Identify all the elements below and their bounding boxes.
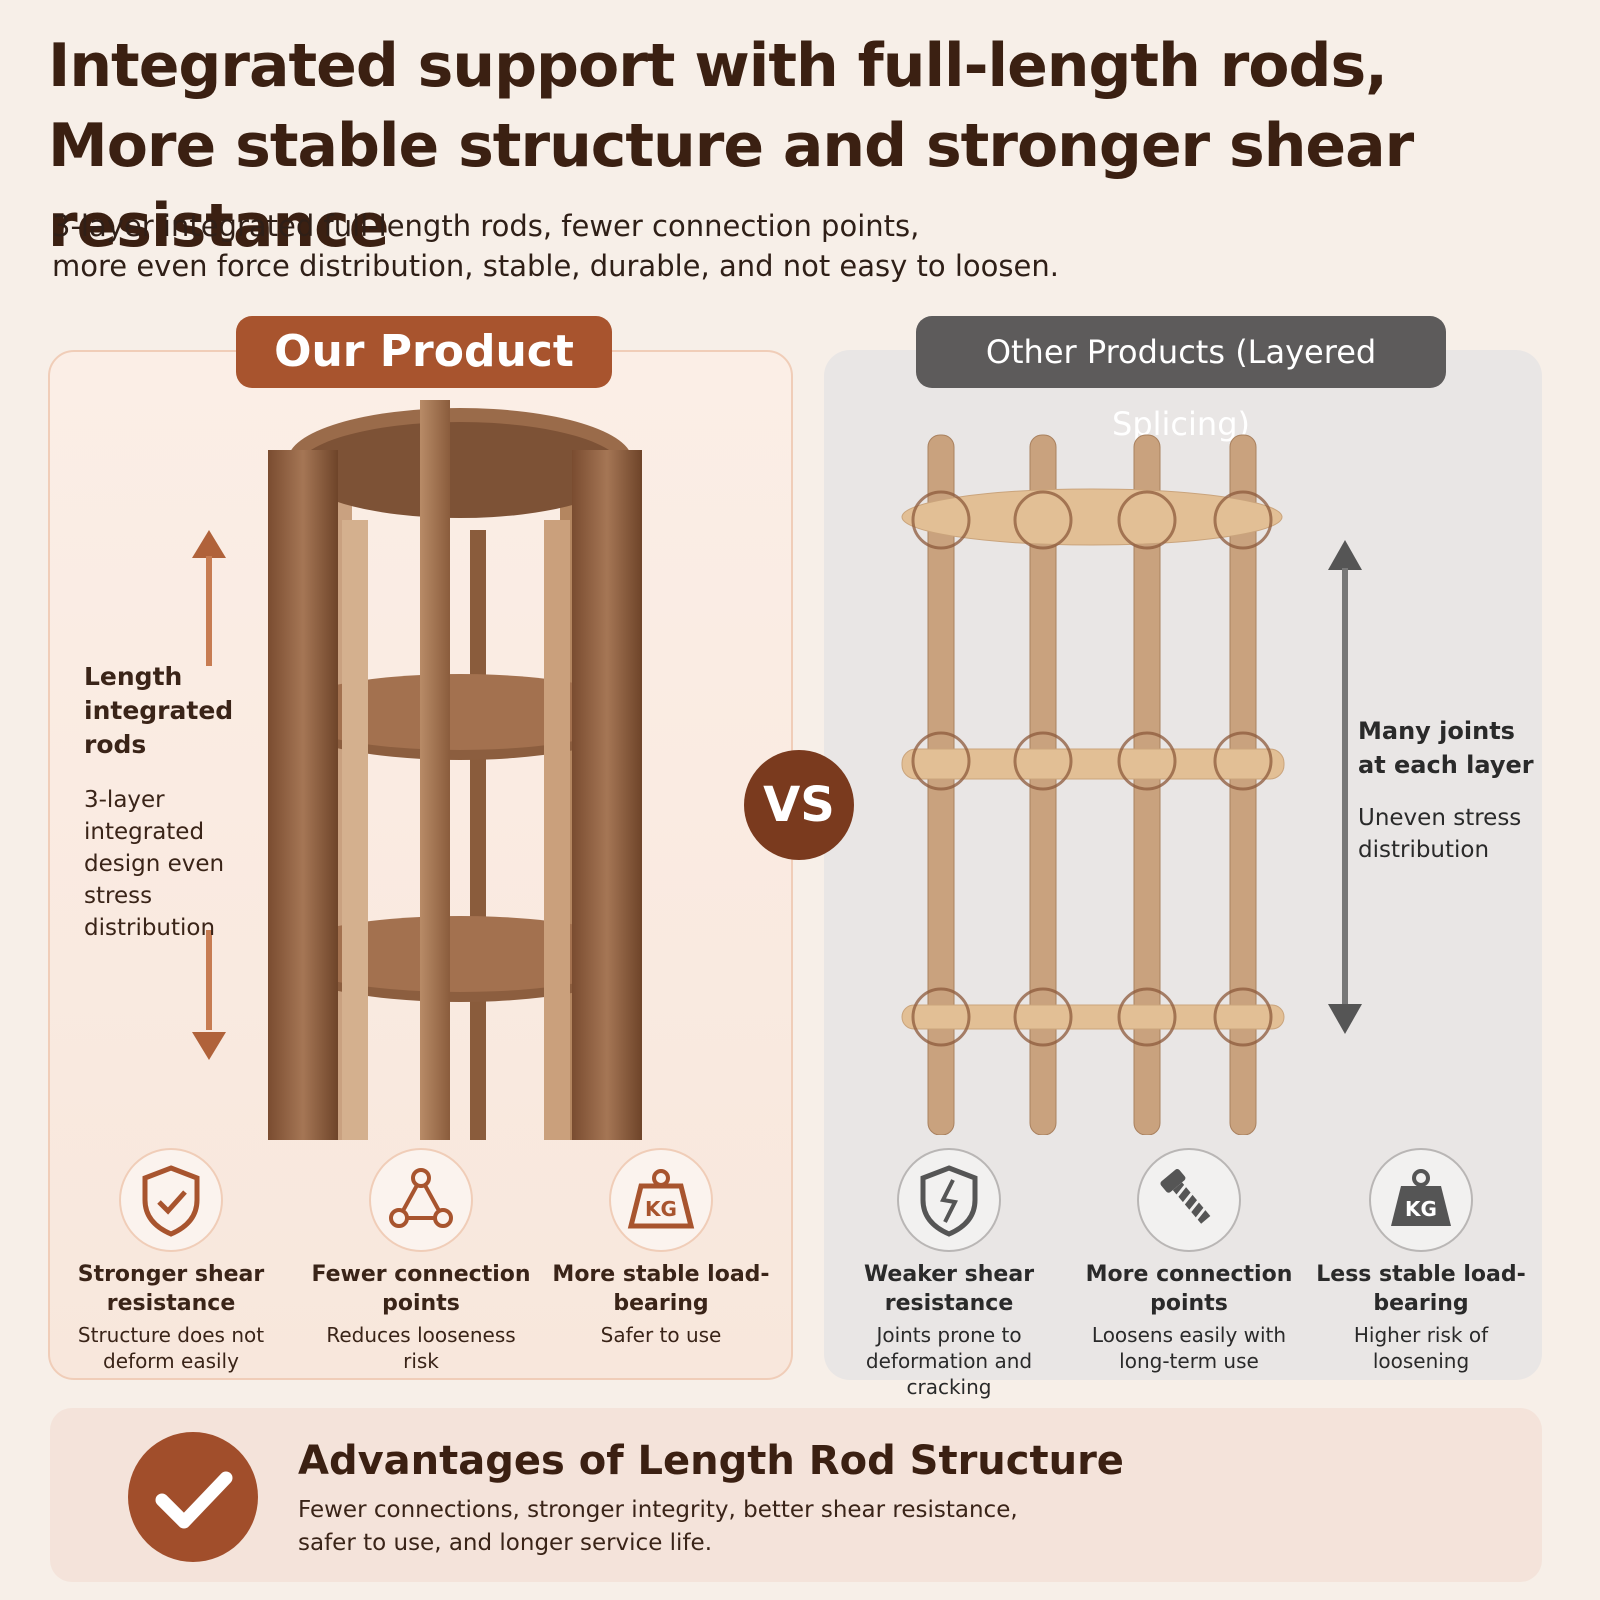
subheadline: 3-layer integrated full-length rods, few… (52, 206, 1059, 286)
feature-stronger-shear: Stronger shear resistance Structure does… (56, 1148, 286, 1374)
screw-icon (1137, 1148, 1241, 1252)
headline-line-2: More stable structure and stronger shear… (48, 111, 1414, 261)
advantages-line-2: safer to use, and longer service life. (298, 1530, 712, 1556)
kg-weight-icon: KG (609, 1148, 713, 1252)
left-callout-title: Length integrated rods (84, 662, 234, 759)
shield-check-icon (119, 1148, 223, 1252)
feature-desc: Higher risk of loosening (1353, 1323, 1489, 1373)
feature-weaker-shear: Weaker shear resistance Joints prone to … (834, 1148, 1064, 1400)
feature-desc: Loosens easily with long-term use (1091, 1323, 1287, 1373)
checkmark-icon (128, 1432, 258, 1562)
page-headline: Integrated support with full-length rods… (48, 26, 1568, 266)
advantages-body: Fewer connections, stronger integrity, b… (298, 1494, 1118, 1560)
feature-title: More stable load-bearing (552, 1262, 770, 1316)
layered-splicing-illustration (901, 434, 1285, 1135)
feature-desc: Structure does not deform easily (77, 1323, 265, 1373)
svg-text:KG: KG (645, 1197, 677, 1221)
integrated-shelf-illustration (268, 400, 642, 1140)
feature-title: Weaker shear resistance (863, 1262, 1035, 1316)
feature-desc: Joints prone to deformation and cracking (865, 1323, 1033, 1399)
length-arrow-gray-icon (1328, 540, 1362, 1034)
right-callout-body: Uneven stress distribution (1358, 805, 1522, 863)
kg-weight-icon: KG (1369, 1148, 1473, 1252)
feature-fewer-connections: Fewer connection points Reduces loosenes… (306, 1148, 536, 1374)
subheadline-line-1: 3-layer integrated full-length rods, few… (52, 209, 920, 243)
triangle-nodes-icon (369, 1148, 473, 1252)
feature-title: Less stable load-bearing (1316, 1262, 1526, 1316)
advantages-banner (50, 1408, 1542, 1582)
feature-title: More connection points (1085, 1262, 1293, 1316)
svg-text:KG: KG (1405, 1197, 1437, 1221)
our-product-badge: Our Product (236, 316, 612, 388)
feature-title: Fewer connection points (311, 1262, 531, 1316)
length-arrow-icon (192, 530, 226, 1060)
feature-desc: Safer to use (600, 1323, 722, 1347)
advantages-title: Advantages of Length Rod Structure (298, 1438, 1124, 1484)
feature-desc: Reduces looseness risk (326, 1323, 516, 1373)
feature-more-connections: More connection points Loosens easily wi… (1074, 1148, 1304, 1374)
subheadline-line-2: more even force distribution, stable, du… (52, 249, 1059, 283)
feature-less-stable-load: KG Less stable load-bearing Higher risk … (1306, 1148, 1536, 1374)
shield-cracked-icon (897, 1148, 1001, 1252)
vs-badge: VS (744, 750, 854, 860)
feature-stable-load: KG More stable load-bearing Safer to use (546, 1148, 776, 1348)
right-callout-title: Many joints at each layer (1358, 717, 1534, 779)
other-products-badge: Other Products (Layered Splicing) (916, 316, 1446, 443)
advantages-line-1: Fewer connections, stronger integrity, b… (298, 1497, 1018, 1523)
feature-title: Stronger shear resistance (77, 1262, 265, 1316)
headline-line-1: Integrated support with full-length rods… (48, 31, 1388, 101)
left-callout-body: 3-layer integrated design even stress di… (84, 787, 225, 941)
